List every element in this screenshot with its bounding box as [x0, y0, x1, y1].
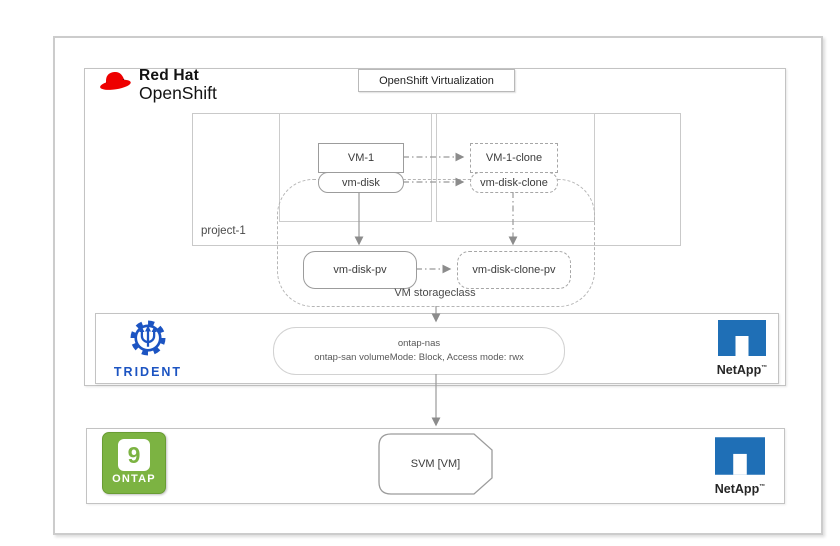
project-1-label: project-1: [201, 225, 246, 237]
netapp-mark-icon: [718, 320, 766, 356]
vm-clone-group-box: [436, 113, 595, 222]
openshift-virtualization-badge: OpenShift Virtualization: [358, 69, 515, 92]
svm-label: SVM [VM]: [410, 458, 461, 470]
redhat-openshift-logo: Red Hat OpenShift: [96, 68, 217, 102]
vm-disk-clone-pv-node: vm-disk-clone-pv: [457, 251, 571, 289]
vm-storageclass-label: VM storageclass: [394, 287, 476, 299]
netapp-logo-bottom: NetApp™: [710, 437, 770, 496]
netapp-wordmark: NetApp™: [714, 482, 766, 496]
redhat-brand-text: Red Hat OpenShift: [139, 68, 217, 102]
ontap9-version-glyph: 9: [118, 439, 150, 471]
ontap-wordmark: ONTAP: [112, 473, 156, 485]
netapp-logo-top: NetApp™: [712, 320, 772, 377]
vm-source-group-box: [279, 113, 432, 222]
trident-logo: TRIDENT: [104, 317, 192, 379]
redhat-fedora-icon: [100, 71, 131, 90]
vm-disk-node: vm-disk: [318, 172, 404, 193]
svm-node: SVM [VM]: [378, 433, 493, 495]
vm1-node: VM-1: [318, 143, 404, 173]
vm-disk-clone-node: vm-disk-clone: [470, 172, 558, 193]
vm1-clone-node: VM-1-clone: [470, 143, 558, 173]
trident-backend-pill: ontap-nas ontap-san volumeMode: Block, A…: [273, 327, 565, 375]
ontap9-logo: 9 ONTAP: [102, 432, 166, 494]
trident-gear-icon: [130, 320, 166, 356]
netapp-wordmark: NetApp™: [716, 363, 768, 377]
svm-shape: [378, 433, 493, 495]
backend-detail: ontap-san volumeMode: Block, Access mode…: [314, 352, 524, 363]
vm-disk-pv-node: vm-disk-pv: [303, 251, 417, 289]
backend-name: ontap-nas: [397, 337, 441, 349]
brand-line-openshift: OpenShift: [139, 82, 217, 103]
netapp-mark-icon: [715, 437, 765, 475]
trident-wordmark: TRIDENT: [113, 365, 183, 379]
brand-line-redhat: Red Hat: [139, 67, 199, 84]
